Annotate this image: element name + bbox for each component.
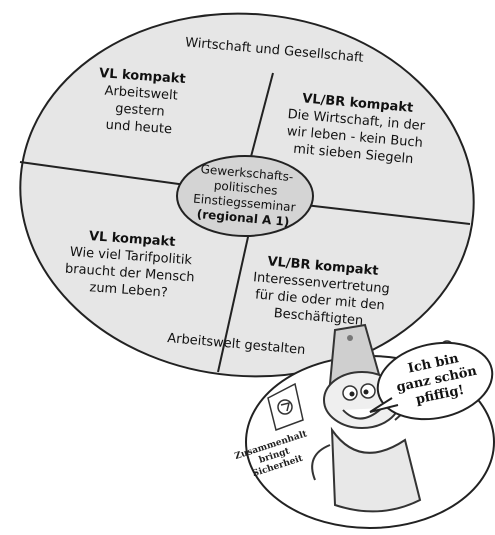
divider-right (304, 204, 471, 225)
quadrant-line: gestern (115, 101, 165, 119)
quadrant-line: zum Leben? (89, 280, 168, 300)
divider-bottom (217, 227, 251, 373)
mascot-badge: Zusammenhalt bringt Sicherheit Ich bin (234, 323, 495, 529)
center-ellipse (176, 155, 314, 237)
quadrant-line: Arbeitswelt (104, 84, 178, 104)
divider-left (19, 161, 187, 186)
quadrant-heading: VL kompakt (99, 66, 186, 87)
quadrant-top-left: VL kompakt Arbeitswelt gestern und heute (99, 66, 186, 138)
quadrant-line: und heute (105, 118, 172, 138)
mascot-figure-icon (311, 323, 454, 513)
speech-bubble: Ich bin ganz schön pfiffig! (369, 341, 494, 421)
ig-metall-logo-icon (267, 382, 304, 431)
quadrant-heading: VL kompakt (88, 229, 175, 250)
center-line: politisches (213, 178, 278, 198)
divider-top (247, 72, 274, 169)
